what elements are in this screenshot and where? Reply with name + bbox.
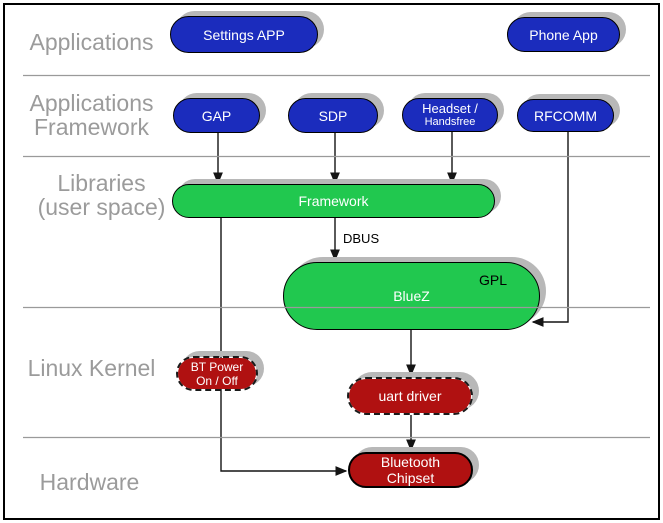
band-label-applications: Applications <box>10 30 173 54</box>
node-rfcomm: RFCOMM <box>517 99 614 132</box>
band-label-line: Applications <box>29 29 154 55</box>
node-label: BlueZ <box>393 288 430 304</box>
node-framework: Framework <box>172 184 495 218</box>
node-uart-driver: uart driver <box>347 377 473 415</box>
node-label: SDP <box>318 107 348 124</box>
node-sublabel: Chipset <box>386 470 435 486</box>
node-label: BT Power <box>190 359 244 374</box>
band-label-applications-framework: Applications Framework <box>10 91 173 139</box>
node-label: Framework <box>298 193 369 209</box>
dbus-edge-label: DBUS <box>343 231 380 246</box>
node-label: GAP <box>201 107 232 124</box>
band-label-libraries-user-space: Libraries (user space) <box>10 171 193 219</box>
node-label: Settings APP <box>203 26 285 43</box>
node-bluetooth-chipset: Bluetooth Chipset <box>348 452 473 488</box>
band-label-line: Linux Kernel <box>27 355 156 381</box>
band-label-line: Hardware <box>39 469 140 495</box>
node-sdp: SDP <box>288 98 378 133</box>
band-label-linux-kernel: Linux Kernel <box>10 356 173 380</box>
node-label: RFCOMM <box>534 107 597 124</box>
node-label: Bluetooth <box>380 454 441 470</box>
node-phone-app: Phone App <box>507 17 620 52</box>
band-label-line: Libraries <box>57 170 146 196</box>
node-label: Phone App <box>529 26 598 43</box>
node-bluez: BlueZ GPL <box>283 262 540 330</box>
band-label-line: Applications <box>29 90 154 116</box>
band-label-line: (user space) <box>37 194 166 220</box>
node-settings-app: Settings APP <box>170 16 318 53</box>
node-sublabel: Handsfree <box>424 115 476 128</box>
edge-framework-to-chipset-via-btpower <box>220 218 348 476</box>
node-bt-power-on-off: BT Power On / Off <box>176 356 258 391</box>
node-label: Headset / <box>422 100 478 116</box>
band-label-hardware: Hardware <box>8 470 171 494</box>
gpl-badge: GPL <box>478 272 507 288</box>
node-sublabel: On / Off <box>196 373 238 388</box>
node-gap: GAP <box>173 98 260 133</box>
node-headset-handsfree: Headset / Handsfree <box>402 98 498 132</box>
band-label-line: Framework <box>33 114 149 140</box>
node-label: uart driver <box>378 388 442 404</box>
